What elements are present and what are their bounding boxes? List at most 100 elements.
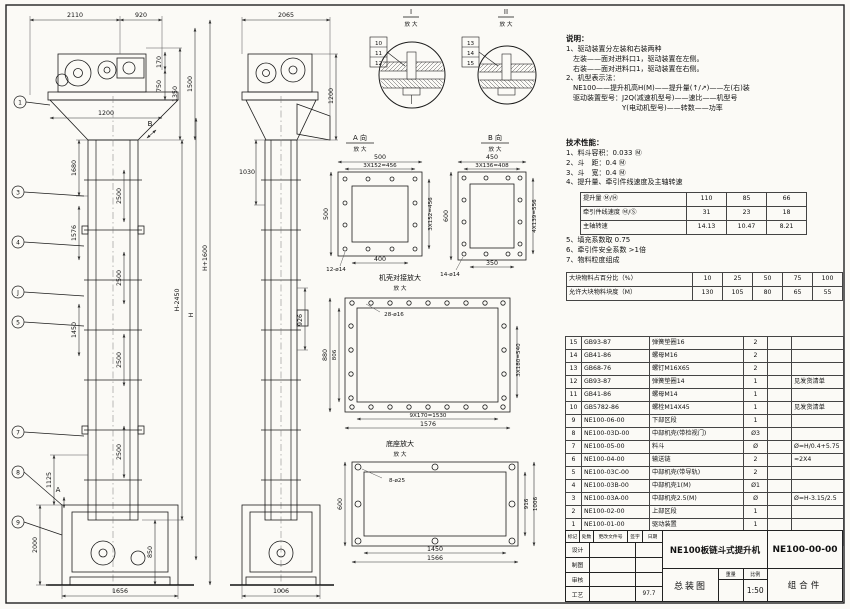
balloon-label: J bbox=[16, 290, 19, 297]
dim-label: 920 bbox=[135, 12, 147, 19]
dim-label: 806 bbox=[332, 349, 338, 360]
dim-label: 2500 bbox=[116, 444, 123, 460]
detail-b: B 向 放 大 450 3X136=408 600 4X139=556 350 … bbox=[440, 133, 538, 278]
callout-label: 12 bbox=[375, 61, 382, 67]
dim-label: 3X152=456 bbox=[363, 163, 397, 169]
detail-ii-subtitle: 放 大 bbox=[500, 20, 513, 28]
dim-label: 600 bbox=[443, 210, 450, 222]
detail-i-subtitle: 放 大 bbox=[405, 20, 418, 28]
tech-line: 6、牵引件安全系数 >1倍 bbox=[566, 245, 646, 254]
signature-row: 设计 bbox=[566, 543, 662, 558]
balloon-label: 3 bbox=[16, 190, 20, 197]
drawing-product-title: NE100板链斗式提升机 bbox=[663, 531, 767, 569]
view-arrow-a-label: A bbox=[56, 486, 61, 494]
dim-label: 600 bbox=[337, 498, 344, 510]
dim-label: 450 bbox=[486, 154, 498, 161]
signature-row: 工艺 97.7 bbox=[566, 587, 662, 601]
drawing-number: NE100-00-00 bbox=[768, 531, 842, 569]
note-line: 1、驱动装置分左装和右装两种 bbox=[566, 44, 662, 53]
dim-label: 2065 bbox=[278, 12, 294, 19]
signature-row: 制图 bbox=[566, 557, 662, 573]
detail-i: I 放 大 10 11 12 bbox=[369, 8, 446, 109]
scale-cells: 重量 比例 1:50 bbox=[719, 569, 767, 601]
balloon-label: 8 bbox=[16, 470, 20, 477]
dim-label: 1200 bbox=[328, 88, 335, 104]
sheet-border bbox=[5, 4, 845, 604]
balloon-label: 7 bbox=[16, 430, 20, 437]
hole-callout: 12-ø14 bbox=[326, 267, 346, 273]
tech-line: 3、斗 宽：0.4 Ⓜ bbox=[566, 168, 626, 177]
dim-label: 4X139=556 bbox=[532, 199, 538, 233]
detail-base-title: 底座放大 bbox=[386, 439, 414, 448]
dim-label: 3X152=456 bbox=[428, 197, 434, 231]
detail-a: A 向 放 大 500 3X152=456 500 3X152=456 400 … bbox=[323, 133, 434, 273]
dim-label: 170 bbox=[156, 56, 163, 68]
tech-title: 技术性能： bbox=[566, 138, 604, 147]
tech-line: 2、斗 距：0.4 Ⓜ bbox=[566, 158, 626, 167]
callout-label: 14 bbox=[467, 51, 475, 57]
detail-base-subtitle: 放 大 bbox=[394, 450, 407, 458]
front-view bbox=[46, 53, 194, 592]
dim-label: 916 bbox=[524, 498, 530, 509]
detail-casing-joint: 机壳对接放大 放 大 28-ø16 880 806 9X170=1530 157… bbox=[322, 273, 522, 430]
detail-joint-title: 机壳对接放大 bbox=[379, 273, 421, 282]
scale-value: 1:50 bbox=[746, 586, 764, 595]
dim-label: H-2450 bbox=[174, 288, 181, 311]
balloon-label: 1 bbox=[18, 100, 22, 107]
dim-label: 1576 bbox=[71, 225, 78, 241]
detail-ii: II 放 大 13 14 15 bbox=[461, 8, 537, 105]
tech-line: 7、物料粒度组成 bbox=[566, 255, 620, 264]
tech-line: 1、料斗容积：0.033 Ⓜ bbox=[566, 148, 642, 157]
dim-label: 1450 bbox=[71, 322, 78, 338]
detail-a-subtitle: 放 大 bbox=[354, 145, 367, 153]
dim-label: 3X136=408 bbox=[475, 163, 509, 169]
note-line: 驱动装置型号：J2Q(减速机型号)——速比——机型号 bbox=[566, 94, 738, 103]
dim-label: 1006 bbox=[533, 496, 539, 511]
dim-label: 1576 bbox=[420, 421, 436, 428]
dim-label: 1680 bbox=[71, 160, 78, 176]
side-view-dims: 2065 1200 1030 926 1006 bbox=[239, 12, 338, 599]
hole-callout: 28-ø16 bbox=[384, 312, 404, 318]
dim-label: 500 bbox=[323, 208, 330, 220]
notes-title: 说明： bbox=[566, 34, 589, 43]
detail-joint-subtitle: 放 大 bbox=[394, 284, 407, 292]
note-line: 左装——面对进料口1，驱动装置在左侧。 bbox=[566, 54, 704, 63]
detail-ii-title: II bbox=[504, 8, 508, 16]
dim-label: 2500 bbox=[116, 188, 123, 204]
tech-line: 5、填充系数取 0.75 bbox=[566, 236, 631, 244]
dim-label: 1566 bbox=[427, 555, 443, 562]
side-view bbox=[230, 53, 334, 592]
callout-label: 11 bbox=[375, 51, 383, 57]
front-view-balloons: 1 3 4 J 5 7 8 9 A B bbox=[11, 95, 157, 536]
hole-callout: 8-ø25 bbox=[389, 478, 406, 484]
note-line: Y(电动机型号)——转数——功率 bbox=[566, 104, 723, 113]
balloon-label: 5 bbox=[16, 320, 20, 327]
dim-label: 1500 bbox=[187, 76, 194, 92]
dim-label: 400 bbox=[374, 256, 386, 263]
front-view-dims: 2110 920 170 750 1350 1500 1200 1680 157… bbox=[29, 12, 212, 599]
detail-base: 底座放大 放 大 8-ø25 600 1450 1566 916 1006 bbox=[337, 439, 539, 564]
dim-label: 9X170=1530 bbox=[410, 413, 447, 419]
view-arrow-b-label: B bbox=[148, 120, 153, 128]
notes-block: 说明： 1、驱动装置分左装和右装两种 左装——面对进料口1，驱动装置在左侧。 右… bbox=[566, 34, 842, 114]
dim-label: 1350 bbox=[172, 86, 179, 102]
note-line: 2、机型表示法： bbox=[566, 74, 620, 83]
